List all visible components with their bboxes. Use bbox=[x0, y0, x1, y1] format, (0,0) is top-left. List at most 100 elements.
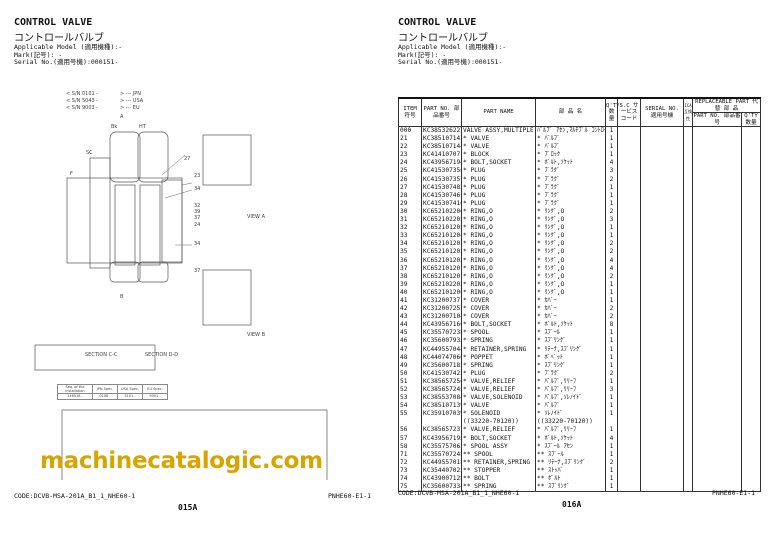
cell-empty bbox=[692, 191, 742, 200]
cell-empty bbox=[617, 240, 641, 249]
cell-empty bbox=[640, 232, 684, 241]
cell-part-no: KC3544070220 bbox=[421, 466, 462, 476]
cell-empty bbox=[683, 224, 693, 233]
cell-part-name: * RING,O bbox=[461, 288, 536, 297]
cell-part-name: * PLUG bbox=[461, 199, 536, 208]
cell-part-no: KC4141070710 bbox=[421, 151, 462, 160]
cell-part-no: KC3120071040 bbox=[421, 313, 462, 322]
cell-part-name: * COVER bbox=[461, 296, 536, 306]
cell-empty bbox=[617, 353, 641, 362]
cell-part-name: * VALVE,SOLENOID bbox=[461, 394, 536, 403]
b-label: B bbox=[120, 294, 124, 300]
cell-empty bbox=[640, 256, 684, 265]
cell-empty bbox=[683, 151, 693, 160]
bk-label: Bk bbox=[111, 124, 117, 130]
cell-qty: 3 bbox=[605, 167, 618, 176]
cell-item: 37 bbox=[398, 264, 422, 273]
view-b-label: VIEW B bbox=[247, 332, 266, 338]
cell-empty bbox=[692, 442, 742, 451]
cell-item: 22 bbox=[398, 143, 422, 152]
cell-part-no: KC3851071390 bbox=[421, 402, 462, 411]
cell-qty: 4 bbox=[605, 264, 618, 273]
cell-empty bbox=[740, 288, 762, 297]
cell-empty bbox=[740, 280, 762, 289]
cell-empty bbox=[740, 256, 762, 265]
cell-empty bbox=[692, 402, 742, 411]
cell-item: 47 bbox=[398, 345, 422, 354]
cell-empty bbox=[640, 199, 684, 208]
cell-empty bbox=[692, 475, 742, 484]
cell-empty bbox=[692, 216, 742, 225]
cell-item: 31 bbox=[398, 216, 422, 225]
serial-table-row: 146518 - 0108 - 5101 - 9001 - bbox=[57, 393, 168, 400]
cell-empty bbox=[683, 353, 693, 362]
callout: 37 bbox=[194, 268, 200, 274]
cell-empty bbox=[740, 386, 762, 395]
cell-empty bbox=[683, 321, 693, 330]
cell-part-name: * RING,O bbox=[461, 272, 536, 281]
cell-part-name: * PLUG bbox=[461, 183, 536, 192]
table-row: 56KC3856572370* VALVE,RELIEF* ﾊﾞﾙﾌﾞ,ﾘﾘｰﾌ… bbox=[398, 426, 762, 435]
cell-empty bbox=[692, 175, 742, 184]
header-part-no: PART NO. 部品番号 bbox=[421, 97, 462, 127]
cell-empty bbox=[640, 296, 684, 306]
serial-table: Seq. of the installation JPN Spec. USA S… bbox=[57, 383, 168, 400]
cell-qty: 1 bbox=[605, 280, 618, 289]
cell-part-name: * RING,O bbox=[461, 216, 536, 225]
cell-empty bbox=[683, 337, 693, 346]
serial-header: JPN Spec. bbox=[92, 383, 118, 395]
cell-empty bbox=[617, 183, 641, 192]
cell-empty bbox=[740, 426, 762, 435]
cell-empty bbox=[640, 224, 684, 233]
sn-line: < S/N 5043 - bbox=[66, 98, 98, 104]
cell-part-name: * BOLT,SOCKET bbox=[461, 159, 536, 168]
cell-empty bbox=[640, 313, 684, 322]
cell-empty bbox=[692, 418, 742, 427]
f-label: F bbox=[70, 171, 73, 177]
cell-empty bbox=[692, 207, 742, 217]
cell-empty bbox=[683, 135, 693, 144]
cell-empty bbox=[683, 199, 693, 208]
cell-empty bbox=[683, 256, 693, 265]
cell-part-no: KC3591070390 bbox=[421, 410, 462, 419]
cell-empty bbox=[683, 475, 693, 484]
region-line: > --- USA bbox=[120, 98, 144, 104]
cell-part-name: * SPOOL ASSY bbox=[461, 442, 536, 451]
serial: Serial No.(適用号機):000151- bbox=[398, 58, 503, 66]
cell-item: 38 bbox=[398, 272, 422, 281]
cell-qty bbox=[605, 418, 618, 427]
table-row: 37KC6521012015* RING,O* ﾘﾝｸﾞ,O4 bbox=[398, 264, 762, 273]
cell-empty bbox=[683, 216, 693, 225]
cell-empty bbox=[640, 135, 684, 144]
cell-empty bbox=[740, 135, 762, 144]
table-row: 000KC3853262270VALVE ASSY,MULTIPLE CONTﾊ… bbox=[398, 126, 762, 136]
cell-empty bbox=[617, 345, 641, 354]
cell-empty bbox=[683, 143, 693, 152]
cell-part-name: * RING,O bbox=[461, 232, 536, 241]
cell-part-name: * RING,O bbox=[461, 280, 536, 289]
callout: 39 bbox=[194, 209, 200, 215]
serial: Serial No.(適用号機):000151- bbox=[14, 58, 119, 66]
serial-table-header: Seq. of the installation JPN Spec. USA S… bbox=[57, 383, 168, 395]
serial-header: Seq. of the installation bbox=[57, 383, 93, 395]
cell-part-no: KC4495570440 bbox=[421, 345, 462, 354]
cell-qty: 1 bbox=[605, 329, 618, 338]
cell-empty bbox=[740, 143, 762, 152]
cell-item: 30 bbox=[398, 207, 422, 217]
cell-empty bbox=[640, 143, 684, 152]
cell-item: 25 bbox=[398, 167, 422, 176]
cell-empty bbox=[617, 475, 641, 484]
cell-part-no: KC4407470600 bbox=[421, 353, 462, 362]
cell-empty bbox=[617, 207, 641, 217]
cell-part-name: * PLUG bbox=[461, 369, 536, 378]
right-title-jp: コントロールバルブ bbox=[398, 33, 488, 44]
cell-empty bbox=[692, 458, 742, 467]
cell-empty bbox=[640, 264, 684, 273]
cell-qty: 1 bbox=[605, 353, 618, 362]
